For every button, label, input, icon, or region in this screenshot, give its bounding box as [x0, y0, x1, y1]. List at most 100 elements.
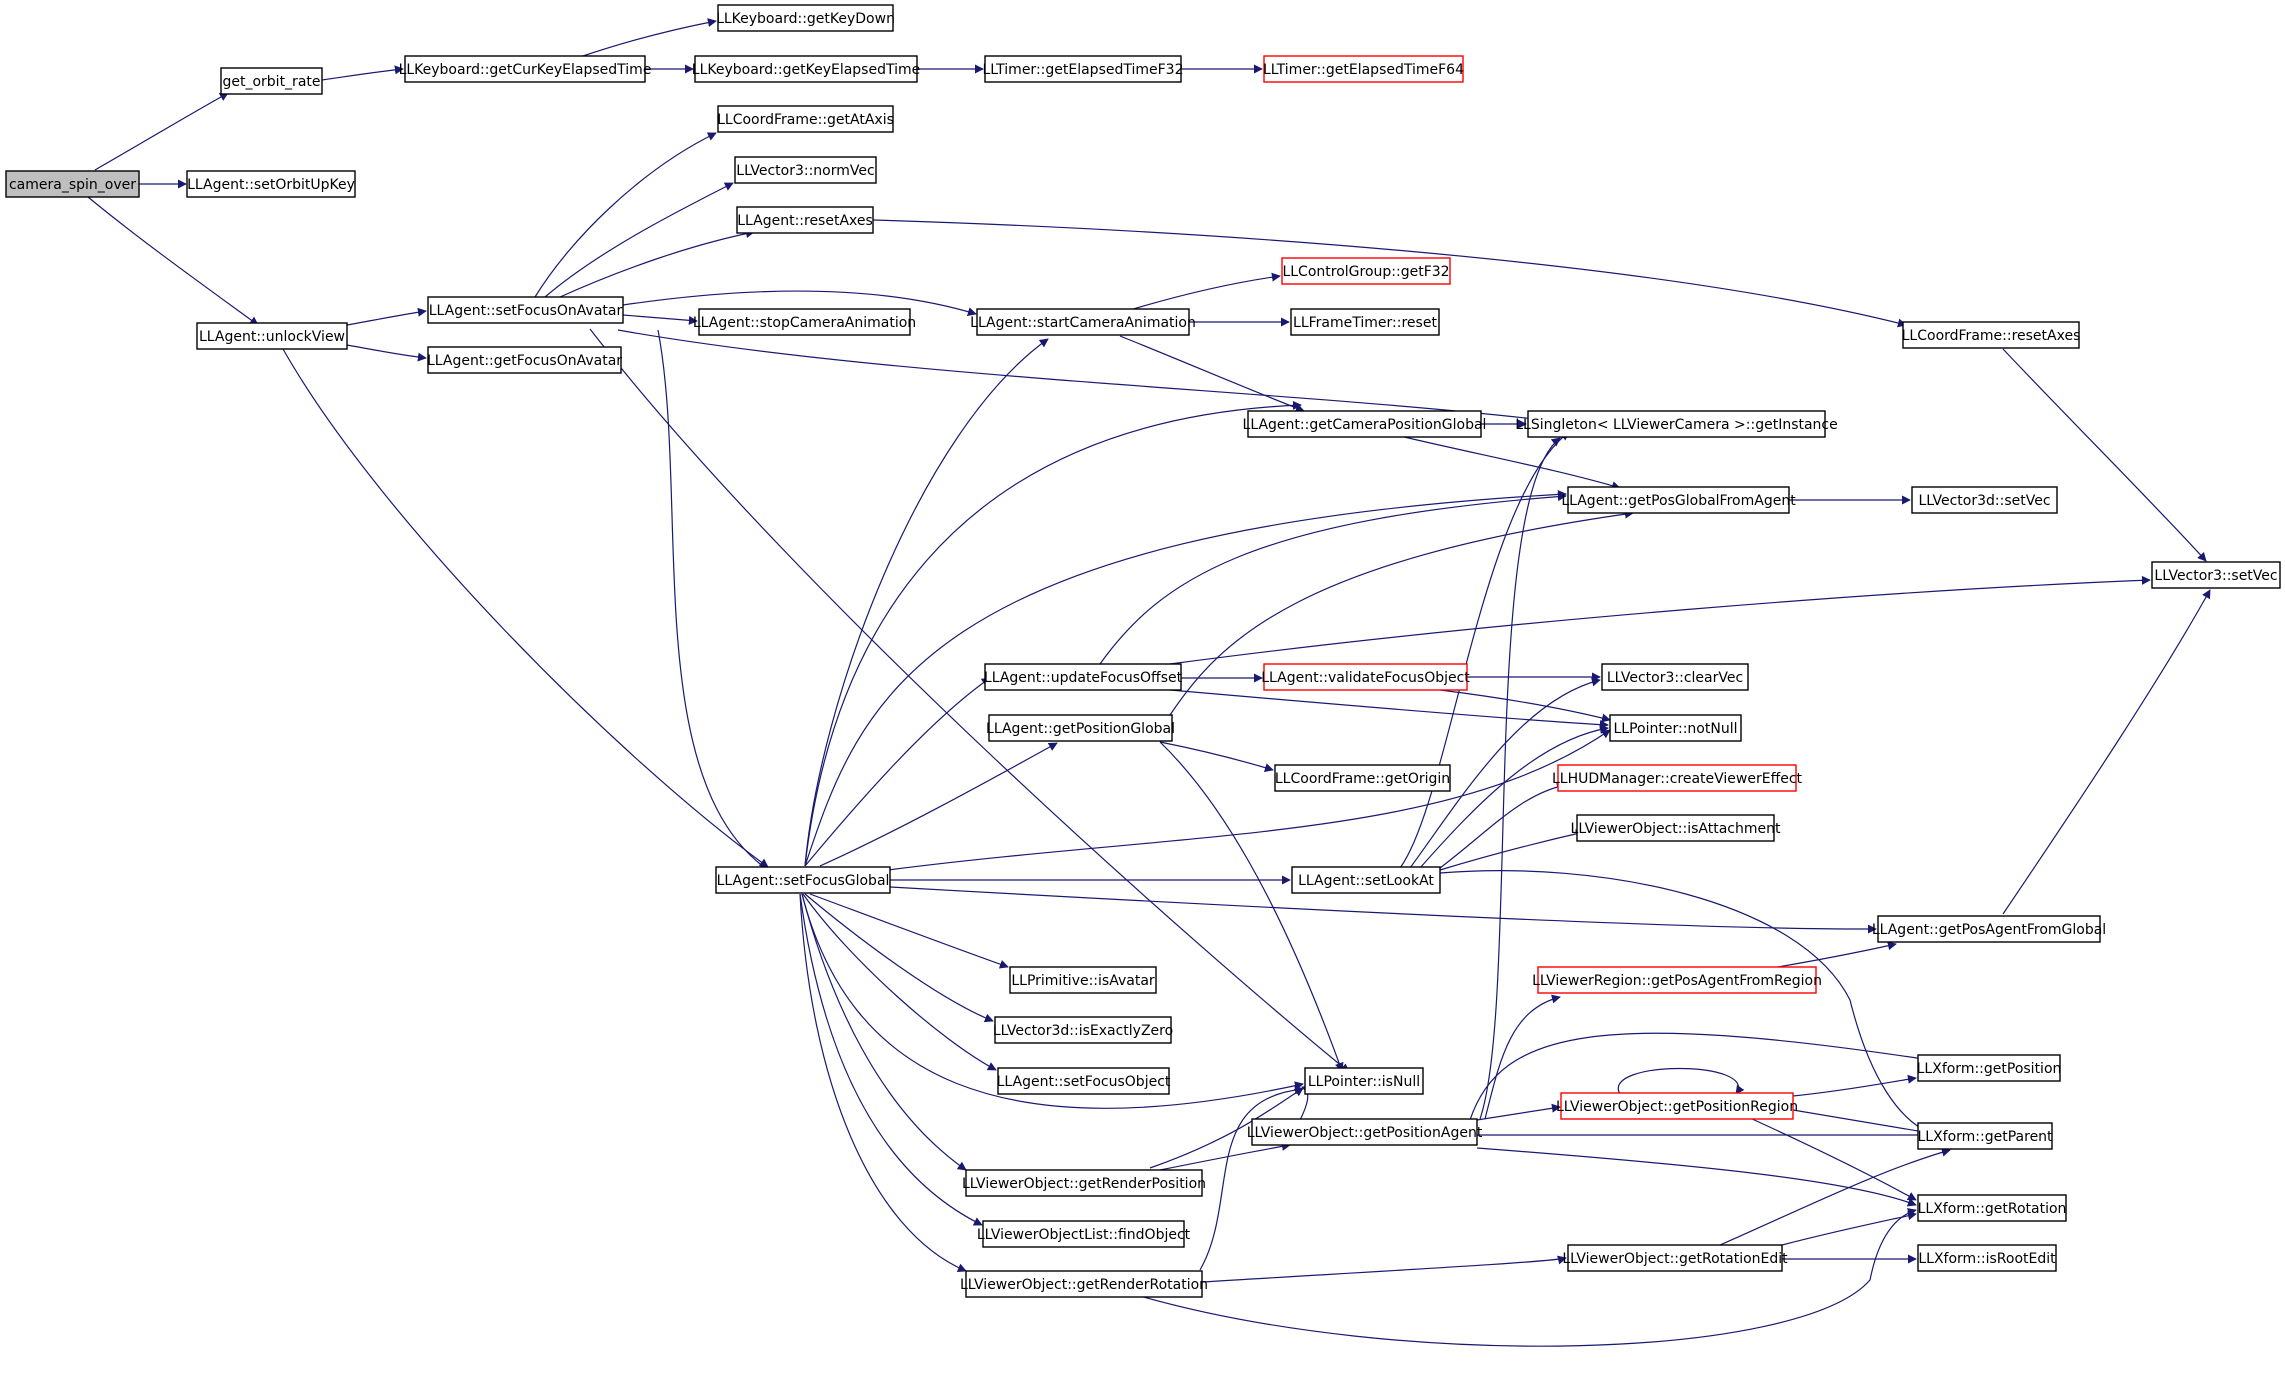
edge-getCurKeyElapsedTime-getKeyDown	[579, 18, 717, 58]
edge-setLookAt-createViewerEffect	[1439, 782, 1566, 869]
node-getF32[interactable]: LLControlGroup::getF32	[1281, 257, 1451, 285]
node-getRotation[interactable]: LLXform::getRotation	[1917, 1194, 2067, 1222]
node-setFocusGlobal[interactable]: LLAgent::setFocusGlobal	[715, 866, 891, 894]
node-isNull[interactable]: LLPointer::isNull	[1304, 1067, 1424, 1095]
node-notNull[interactable]: LLPointer::notNull	[1609, 714, 1742, 742]
svg-text:LLPrimitive::isAvatar: LLPrimitive::isAvatar	[1011, 973, 1155, 989]
node-getKeyDown[interactable]: LLKeyboard::getKeyDown	[716, 4, 895, 32]
node-coordResetAxes[interactable]: LLCoordFrame::resetAxes	[1902, 321, 2081, 349]
node-getKeyElapsedTime[interactable]: LLKeyboard::getKeyElapsedTime	[692, 55, 920, 83]
svg-text:LLCoordFrame::resetAxes: LLCoordFrame::resetAxes	[1902, 328, 2081, 344]
svg-text:LLTimer::getElapsedTimeF64: LLTimer::getElapsedTimeF64	[1263, 62, 1464, 78]
node-getPosGlobalFromAgent[interactable]: LLAgent::getPosGlobalFromAgent	[1561, 486, 1796, 514]
edge-setFocusGlobal-findObject	[799, 893, 983, 1226]
edge-coordResetAxes-v3SetVec	[2002, 348, 2207, 562]
edge-setFocusGlobal-getRenderPosition	[801, 893, 967, 1171]
edge-getPositionRegion-xformGetPosition	[1792, 1074, 1917, 1097]
edge-startCameraAnimation-getF32	[1129, 272, 1281, 311]
edge-get_orbit_rate-getCurKeyElapsedTime	[321, 65, 404, 81]
node-getParent[interactable]: LLXform::getParent	[1917, 1122, 2053, 1150]
edge-unlockView-setFocusOnAvatar	[346, 307, 427, 326]
edge-setFocusGlobal-setFocusObject	[802, 893, 997, 1071]
svg-text:LLAgent::setOrbitUpKey: LLAgent::setOrbitUpKey	[187, 177, 355, 193]
svg-text:LLAgent::getCameraPositionGlob: LLAgent::getCameraPositionGlobal	[1243, 417, 1487, 433]
node-setFocusObject[interactable]: LLAgent::setFocusObject	[997, 1067, 1171, 1095]
node-isRootEdit[interactable]: LLXform::isRootEdit	[1917, 1244, 2057, 1272]
node-xformGetPosition[interactable]: LLXform::getPosition	[1917, 1054, 2062, 1082]
svg-text:LLViewerObject::getRenderRotat: LLViewerObject::getRenderRotation	[960, 1277, 1208, 1293]
edge-camera_spin_over-get_orbit_rate	[94, 92, 229, 171]
node-getRotationEdit[interactable]: LLViewerObject::getRotationEdit	[1562, 1244, 1788, 1272]
edge-getRotationEdit-getParent	[1719, 1147, 1951, 1246]
edge-getPositionRegion-getRotation	[1749, 1117, 1917, 1201]
edge-setFocusGlobal-getRenderRotation	[799, 893, 967, 1272]
edge-getPositionAgent-getInstance	[1479, 437, 1561, 1120]
svg-text:LLVector3d::setVec: LLVector3d::setVec	[1918, 493, 2050, 509]
svg-text:LLViewerObject::getPositionReg: LLViewerObject::getPositionRegion	[1556, 1099, 1798, 1115]
svg-text:LLControlGroup::getF32: LLControlGroup::getF32	[1282, 264, 1449, 280]
node-getFocusOnAvatar[interactable]: LLAgent::getFocusOnAvatar	[427, 346, 622, 374]
node-getRenderPosition[interactable]: LLViewerObject::getRenderPosition	[962, 1169, 1206, 1197]
svg-text:LLAgent::updateFocusOffset: LLAgent::updateFocusOffset	[984, 670, 1183, 686]
node-createViewerEffect[interactable]: LLHUDManager::createViewerEffect	[1552, 764, 1803, 792]
node-getElapsedTimeF64[interactable]: LLTimer::getElapsedTimeF64	[1263, 55, 1464, 83]
node-stopCameraAnimation[interactable]: LLAgent::stopCameraAnimation	[693, 308, 916, 336]
svg-text:LLAgent::setFocusObject: LLAgent::setFocusObject	[997, 1074, 1171, 1090]
node-getPositionRegion[interactable]: LLViewerObject::getPositionRegion	[1556, 1092, 1798, 1120]
node-getPosAgentFromGlobal[interactable]: LLAgent::getPosAgentFromGlobal	[1872, 915, 2106, 943]
edge-resetAxes-coordResetAxes	[872, 219, 1907, 328]
edge-getRenderRotation-isNull	[1199, 1085, 1304, 1271]
svg-text:LLAgent::setLookAt: LLAgent::setLookAt	[1298, 873, 1434, 889]
edge-setFocusOnAvatar-setFocusGlobal	[657, 329, 769, 871]
node-normVec[interactable]: LLVector3::normVec	[734, 156, 877, 184]
svg-text:LLVector3::setVec: LLVector3::setVec	[2154, 568, 2277, 584]
node-setFocusOnAvatar[interactable]: LLAgent::setFocusOnAvatar	[427, 296, 624, 324]
svg-text:LLPointer::notNull: LLPointer::notNull	[1614, 721, 1738, 737]
svg-text:LLViewerObjectList::findObject: LLViewerObjectList::findObject	[977, 1227, 1191, 1243]
node-v3SetVec[interactable]: LLVector3::setVec	[2151, 561, 2281, 589]
node-getCameraPositionGlobal[interactable]: LLAgent::getCameraPositionGlobal	[1243, 410, 1487, 438]
svg-text:LLXform::getRotation: LLXform::getRotation	[1918, 1201, 2067, 1217]
node-camera_spin_over[interactable]: camera_spin_over	[5, 170, 140, 198]
edge-setLookAt-getParent	[1439, 870, 1931, 1134]
node-get_orbit_rate[interactable]: get_orbit_rate	[220, 67, 323, 95]
node-clearVec[interactable]: LLVector3::clearVec	[1601, 663, 1749, 691]
edge-getPositionGlobal-isNull	[1159, 741, 1344, 1072]
svg-text:LLKeyboard::getKeyDown: LLKeyboard::getKeyDown	[716, 11, 895, 27]
node-isExactlyZero[interactable]: LLVector3d::isExactlyZero	[993, 1016, 1173, 1044]
node-getPositionGlobal[interactable]: LLAgent::getPositionGlobal	[986, 714, 1175, 742]
svg-text:LLViewerObject::getPositionAge: LLViewerObject::getPositionAgent	[1247, 1125, 1483, 1141]
node-getCurKeyElapsedTime[interactable]: LLKeyboard::getCurKeyElapsedTime	[399, 55, 652, 83]
node-updateFocusOffset[interactable]: LLAgent::updateFocusOffset	[984, 663, 1183, 691]
node-isAvatar[interactable]: LLPrimitive::isAvatar	[1009, 966, 1157, 994]
node-unlockView[interactable]: LLAgent::unlockView	[196, 322, 348, 350]
node-getInstance[interactable]: LLSingleton< LLViewerCamera >::getInstan…	[1515, 410, 1838, 438]
node-getPosAgentFromRegion[interactable]: LLViewerRegion::getPosAgentFromRegion	[1532, 966, 1822, 994]
node-getPositionAgent[interactable]: LLViewerObject::getPositionAgent	[1247, 1118, 1483, 1146]
nodes: camera_spin_over get_orbit_rate LLAgent:…	[5, 4, 2281, 1298]
node-isAttachment[interactable]: LLViewerObject::isAttachment	[1571, 814, 1781, 842]
node-getAtAxis[interactable]: LLCoordFrame::getAtAxis	[717, 105, 894, 133]
node-resetAxes[interactable]: LLAgent::resetAxes	[736, 206, 874, 234]
node-getOrigin[interactable]: LLCoordFrame::getOrigin	[1274, 764, 1451, 792]
node-startCameraAnimation[interactable]: LLAgent::startCameraAnimation	[970, 308, 1196, 336]
node-frameTimerReset[interactable]: LLFrameTimer::reset	[1290, 308, 1440, 336]
svg-text:LLPointer::isNull: LLPointer::isNull	[1308, 1074, 1420, 1090]
edge-getPositionAgent-getPositionRegion	[1476, 1103, 1561, 1121]
node-getRenderRotation[interactable]: LLViewerObject::getRenderRotation	[960, 1270, 1208, 1298]
svg-text:LLAgent::getPosAgentFromGlobal: LLAgent::getPosAgentFromGlobal	[1872, 922, 2106, 938]
node-getElapsedTimeF32[interactable]: LLTimer::getElapsedTimeF32	[983, 55, 1184, 83]
node-findObject[interactable]: LLViewerObjectList::findObject	[977, 1220, 1191, 1248]
node-v3dSetVec[interactable]: LLVector3d::setVec	[1911, 486, 2058, 514]
edge-setFocusOnAvatar-normVec	[544, 182, 734, 298]
svg-text:LLXform::getPosition: LLXform::getPosition	[1917, 1061, 2062, 1077]
edge-setFocusGlobal-startCameraAnimation	[804, 338, 1049, 867]
node-setOrbitUpKey[interactable]: LLAgent::setOrbitUpKey	[186, 170, 356, 198]
edge-getCameraPositionGlobal-getPosGlobalFromAgent	[1399, 435, 1621, 490]
node-setLookAt[interactable]: LLAgent::setLookAt	[1291, 866, 1441, 894]
node-validateFocusObject[interactable]: LLAgent::validateFocusObject	[1261, 663, 1470, 691]
edge-setFocusGlobal-isAvatar	[809, 893, 1009, 969]
edges	[87, 18, 2211, 1347]
svg-text:LLAgent::getFocusOnAvatar: LLAgent::getFocusOnAvatar	[427, 353, 622, 369]
